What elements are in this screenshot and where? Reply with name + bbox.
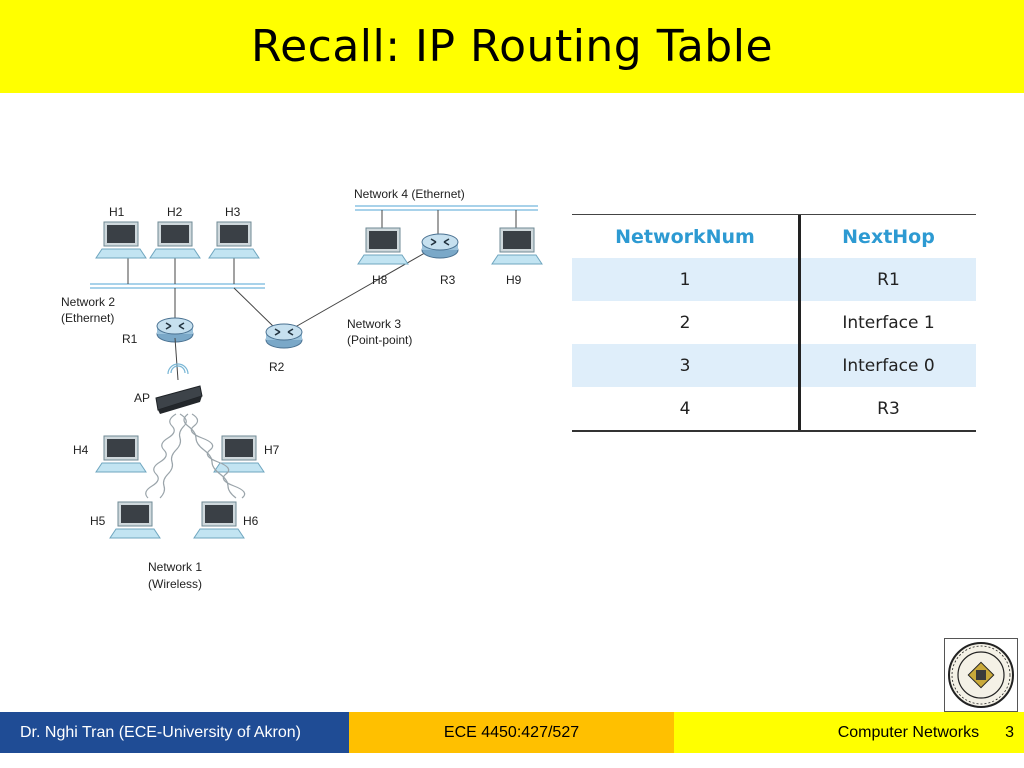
footer-author: Dr. Nghi Tran (ECE-University of Akron) xyxy=(0,712,349,753)
title-bar: Recall: IP Routing Table xyxy=(0,0,1024,93)
table-header-row: NetworkNum NextHop xyxy=(572,215,976,258)
host-h5-icon xyxy=(109,501,161,539)
footer-course-name: Computer Networks xyxy=(837,723,980,741)
cell-nexthop: R3 xyxy=(877,398,900,419)
footer-course-code: ECE 4450:427/527 xyxy=(349,712,674,753)
cell-networknum: 4 xyxy=(572,387,801,430)
label-ap: AP xyxy=(134,391,150,405)
label-network-3-type: (Point-point) xyxy=(347,333,412,347)
cell-networknum: 1 xyxy=(572,258,801,301)
label-r3: R3 xyxy=(440,273,456,287)
host-h7-icon xyxy=(213,435,265,473)
host-h1-icon xyxy=(95,221,147,259)
label-h4: H4 xyxy=(73,443,89,457)
label-network-2: Network 2 xyxy=(61,295,115,309)
table-row: 3 Interface 0 xyxy=(572,344,976,387)
router-r2-icon xyxy=(265,323,303,349)
label-h1: H1 xyxy=(109,205,125,219)
header-networknum: NetworkNum xyxy=(572,215,801,258)
label-network-1-type: (Wireless) xyxy=(148,577,202,591)
cell-networknum: 2 xyxy=(572,301,801,344)
access-point-icon xyxy=(155,385,203,414)
label-h6: H6 xyxy=(243,514,259,528)
table-row: 2 Interface 1 xyxy=(572,301,976,344)
label-h3: H3 xyxy=(225,205,241,219)
cell-networknum: 3 xyxy=(572,344,801,387)
label-h9: H9 xyxy=(506,273,522,287)
label-h7: H7 xyxy=(264,443,280,457)
host-h8-icon xyxy=(357,227,409,265)
label-h8: H8 xyxy=(372,273,388,287)
header-nexthop: NextHop xyxy=(842,225,935,248)
label-r2: R2 xyxy=(269,360,285,374)
table-row: 4 R3 xyxy=(572,387,976,430)
host-h9-icon xyxy=(491,227,543,265)
cell-nexthop: Interface 0 xyxy=(842,355,935,376)
table-row: 1 R1 xyxy=(572,258,976,301)
label-h5: H5 xyxy=(90,514,106,528)
label-network-2-type: (Ethernet) xyxy=(61,311,114,325)
label-h2: H2 xyxy=(167,205,183,219)
footer-right: Computer Networks 3 xyxy=(674,712,1024,753)
label-network-4: Network 4 (Ethernet) xyxy=(354,187,465,201)
slide-title: Recall: IP Routing Table xyxy=(250,21,774,72)
routing-table: NetworkNum NextHop 1 R1 2 Interface 1 3 … xyxy=(572,214,976,432)
footer: Dr. Nghi Tran (ECE-University of Akron) … xyxy=(0,712,1024,753)
page-number: 3 xyxy=(1005,723,1014,741)
host-h6-icon xyxy=(193,501,245,539)
host-h3-icon xyxy=(208,221,260,259)
host-h2-icon xyxy=(149,221,201,259)
label-r1: R1 xyxy=(122,332,138,346)
label-network-3: Network 3 xyxy=(347,317,401,331)
host-h4-icon xyxy=(95,435,147,473)
university-seal-logo xyxy=(944,638,1018,712)
cell-nexthop: Interface 1 xyxy=(842,312,935,333)
network-diagram-svg: H1 H2 H3 H4 H5 H6 H7 H8 H9 R1 R2 R3 AP N… xyxy=(61,187,543,591)
router-r3-icon xyxy=(421,233,459,259)
network-diagram: H1 H2 H3 H4 H5 H6 H7 H8 H9 R1 R2 R3 AP N… xyxy=(50,180,550,600)
label-network-1: Network 1 xyxy=(148,560,202,574)
cell-nexthop: R1 xyxy=(877,269,900,290)
